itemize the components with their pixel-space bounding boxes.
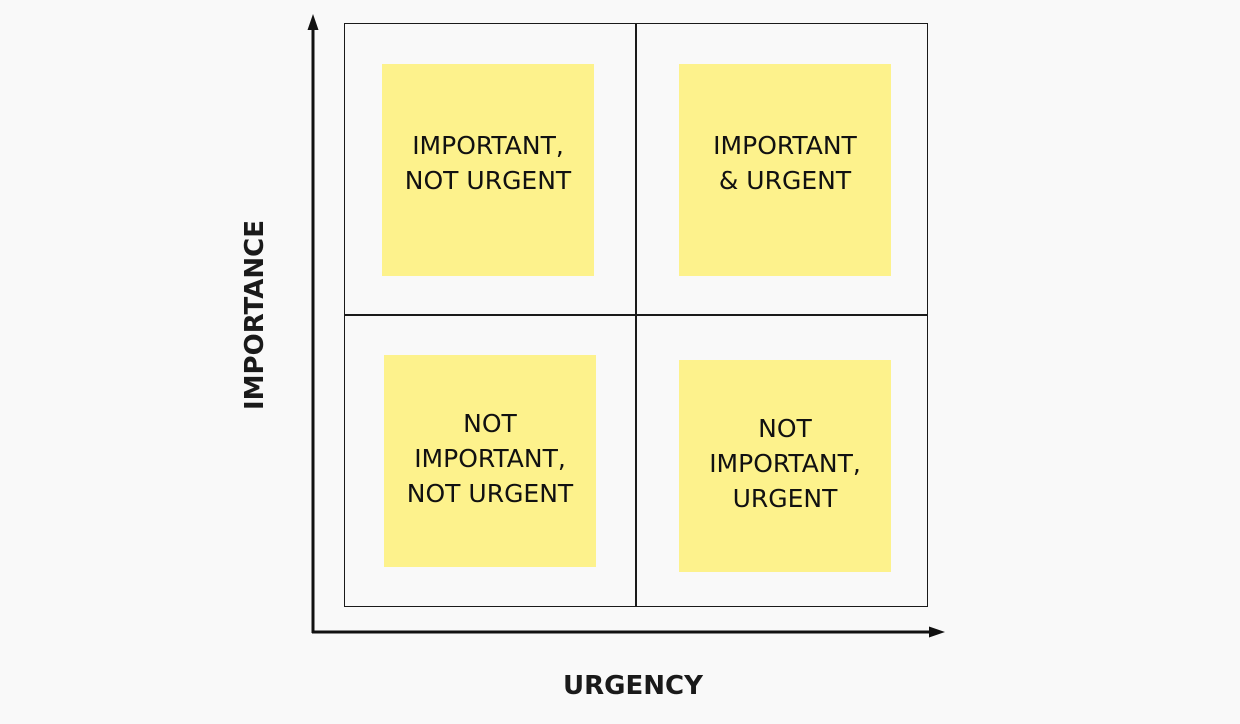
y-axis-arrowhead <box>307 14 319 30</box>
quadrant-bottom-left <box>344 315 636 607</box>
sticky-note-important-urgent: IMPORTANT & URGENT <box>679 64 891 276</box>
sticky-note-label: IMPORTANT & URGENT <box>713 131 857 195</box>
sticky-note-label: IMPORTANT, NOT URGENT <box>404 131 572 195</box>
sticky-note-label: NOT IMPORTANT, URGENT <box>709 414 861 513</box>
x-axis-arrowhead <box>929 626 945 638</box>
quadrant-top-left <box>344 23 636 315</box>
y-axis-label: IMPORTANCE <box>240 220 270 410</box>
sticky-note-not-important-urgent: NOT IMPORTANT, URGENT <box>679 360 891 572</box>
sticky-note-label: NOT IMPORTANT, NOT URGENT <box>406 409 574 508</box>
sticky-note-important-not-urgent: IMPORTANT, NOT URGENT <box>382 64 594 276</box>
x-axis-label: URGENCY <box>563 671 703 701</box>
sticky-note-not-important-not-urgent: NOT IMPORTANT, NOT URGENT <box>384 355 596 567</box>
quadrant-top-right <box>636 23 928 315</box>
quadrant-bottom-right <box>636 315 928 607</box>
